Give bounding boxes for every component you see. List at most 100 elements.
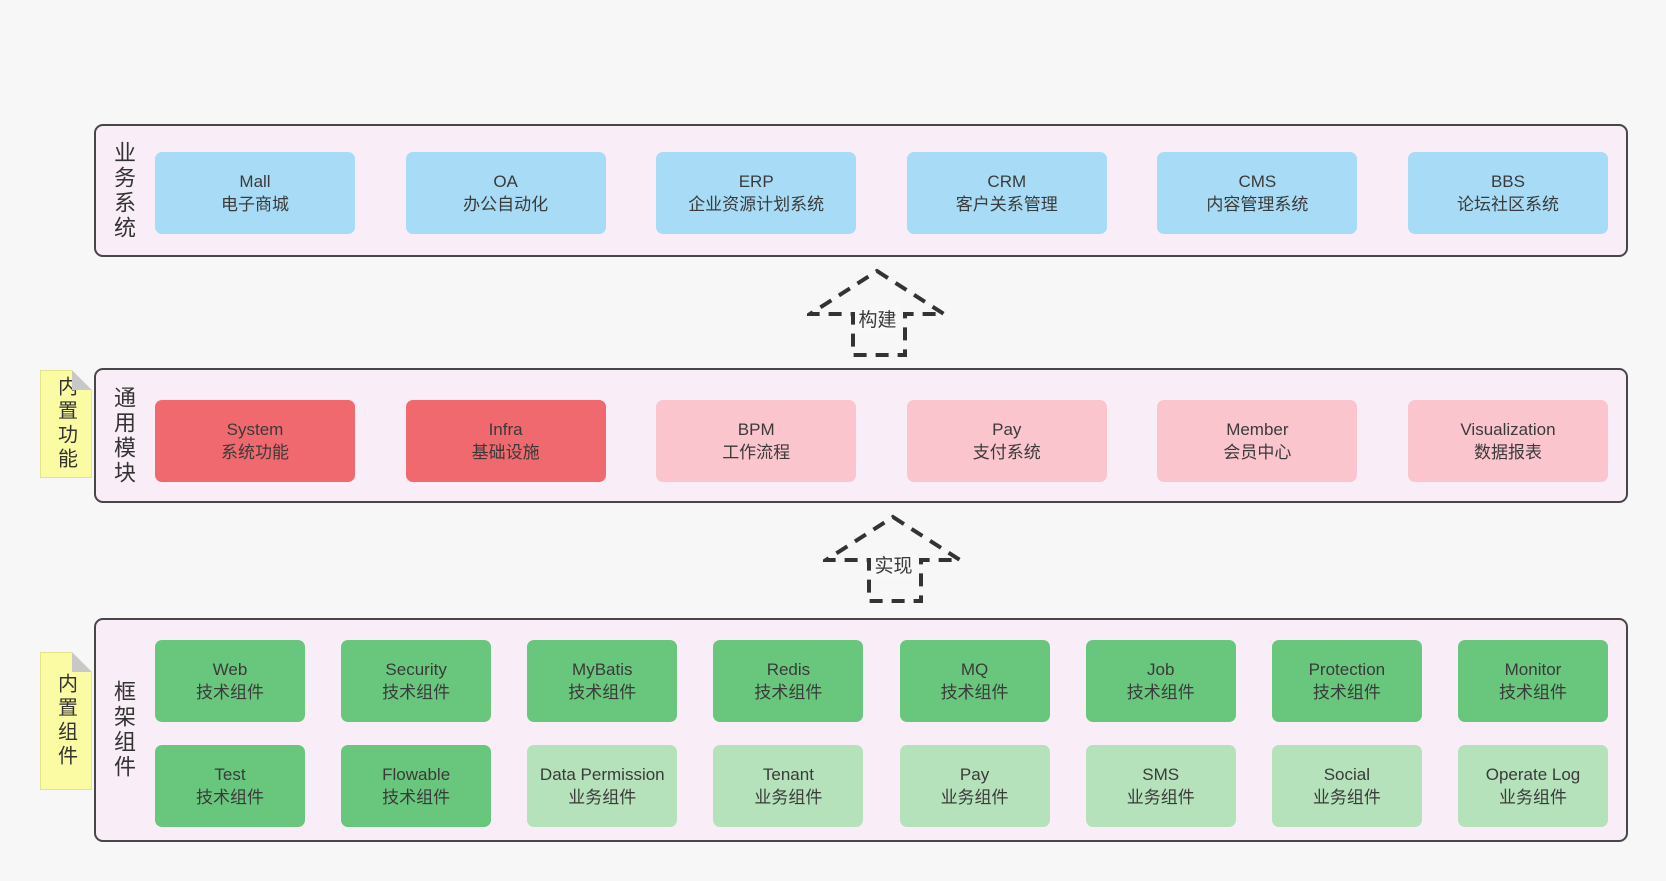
- box-desc: 业务组件: [1498, 788, 1567, 807]
- box-name: OA: [493, 172, 518, 191]
- box-sms: SMS 业务组件: [1085, 745, 1236, 827]
- box-flowable: Flowable 技术组件: [341, 745, 492, 827]
- components-panel-label: 框架组件: [111, 680, 136, 780]
- box-name: Pay: [959, 765, 990, 784]
- box-name: Flowable: [382, 765, 451, 784]
- box-security: Security 技术组件: [341, 640, 492, 722]
- box-name: CMS: [1238, 172, 1277, 191]
- box-desc: 业务组件: [1126, 788, 1195, 807]
- box-name: MQ: [960, 660, 989, 679]
- box-name: Member: [1226, 420, 1289, 439]
- folded-corner-icon: [72, 652, 92, 672]
- box-desc: 技术组件: [1498, 683, 1567, 702]
- box-desc: 技术组件: [568, 683, 637, 702]
- modules-panel-label: 通用模块: [111, 385, 136, 486]
- box-desc: 企业资源计划系统: [688, 195, 825, 214]
- box-desc: 业务组件: [754, 788, 823, 807]
- box-desc: 客户关系管理: [955, 195, 1058, 214]
- box-desc: 技术组件: [754, 683, 823, 702]
- box-desc: 技术组件: [382, 683, 451, 702]
- box-desc: 办公自动化: [463, 195, 549, 214]
- box-visualization: Visualization 数据报表: [1407, 400, 1608, 482]
- implement-arrow: 实现: [823, 514, 964, 604]
- box-mq: MQ 技术组件: [899, 640, 1050, 722]
- box-name: MyBatis: [572, 660, 633, 679]
- box-desc: 技术组件: [382, 788, 451, 807]
- builtin-components-note: 内置组件: [40, 652, 92, 790]
- box-monitor: Monitor 技术组件: [1457, 640, 1608, 722]
- build-arrow-label: 构建: [855, 304, 900, 333]
- box-protection: Protection 技术组件: [1271, 640, 1422, 722]
- build-arrow: 构建: [807, 268, 948, 358]
- box-mybatis: MyBatis 技术组件: [527, 640, 678, 722]
- box-name: Monitor: [1504, 660, 1562, 679]
- box-name: Social: [1323, 765, 1370, 784]
- box-name: Mall: [239, 172, 271, 191]
- box-test: Test 技术组件: [155, 745, 305, 827]
- box-cms: CMS 内容管理系统: [1157, 152, 1358, 234]
- box-bpm: BPM 工作流程: [656, 400, 857, 482]
- framework-components-panel: 框架组件 Web 技术组件 Security 技术组件 MyBatis 技术组件…: [94, 618, 1628, 842]
- box-name: Visualization: [1460, 420, 1556, 439]
- box-name: SMS: [1142, 765, 1180, 784]
- box-desc: 内容管理系统: [1206, 195, 1309, 214]
- box-job: Job 技术组件: [1085, 640, 1236, 722]
- box-data-permission: Data Permission 业务组件: [527, 745, 678, 827]
- box-name: Redis: [766, 660, 811, 679]
- box-name: Pay: [992, 420, 1022, 439]
- modules-box-row: System 系统功能 Infra 基础设施 BPM 工作流程 Pay 支付系统…: [155, 400, 1608, 482]
- box-desc: 技术组件: [196, 788, 264, 807]
- box-crm: CRM 客户关系管理: [906, 152, 1107, 234]
- box-name: Operate Log: [1485, 765, 1581, 784]
- box-name: Test: [214, 765, 246, 784]
- box-redis: Redis 技术组件: [713, 640, 864, 722]
- box-name: System: [226, 420, 284, 439]
- box-desc: 技术组件: [940, 683, 1009, 702]
- box-social: Social 业务组件: [1271, 745, 1422, 827]
- box-name: Protection: [1308, 660, 1386, 679]
- box-name: ERP: [738, 172, 774, 191]
- box-bbs: BBS 论坛社区系统: [1407, 152, 1608, 234]
- box-desc: 业务组件: [568, 788, 637, 807]
- box-desc: 业务组件: [1312, 788, 1381, 807]
- box-desc: 技术组件: [1126, 683, 1195, 702]
- implement-arrow-label: 实现: [871, 550, 916, 579]
- box-erp: ERP 企业资源计划系统: [656, 152, 857, 234]
- components-box-row-2: Test 技术组件 Flowable 技术组件 Data Permission …: [155, 745, 1608, 827]
- up-arrow-icon: [823, 514, 964, 603]
- business-box-row: Mall 电子商城 OA 办公自动化 ERP 企业资源计划系统 CRM 客户关系…: [155, 152, 1608, 234]
- box-name: Security: [385, 660, 447, 679]
- box-web: Web 技术组件: [155, 640, 305, 722]
- box-desc: 技术组件: [196, 683, 264, 702]
- box-desc: 支付系统: [972, 443, 1041, 462]
- box-member: Member 会员中心: [1157, 400, 1358, 482]
- box-desc: 业务组件: [940, 788, 1009, 807]
- box-desc: 电子商城: [221, 195, 289, 214]
- components-box-row-1: Web 技术组件 Security 技术组件 MyBatis 技术组件 Redi…: [155, 640, 1608, 722]
- box-mall: Mall 电子商城: [155, 152, 355, 234]
- box-desc: 技术组件: [1312, 683, 1381, 702]
- box-desc: 会员中心: [1223, 443, 1292, 462]
- common-modules-panel: 通用模块 System 系统功能 Infra 基础设施 BPM 工作流程 Pay…: [94, 368, 1628, 503]
- box-operate-log: Operate Log 业务组件: [1457, 745, 1608, 827]
- box-name: Tenant: [762, 765, 814, 784]
- box-name: BPM: [737, 420, 775, 439]
- box-desc: 论坛社区系统: [1456, 195, 1559, 214]
- box-pay-system: Pay 支付系统: [906, 400, 1107, 482]
- box-desc: 系统功能: [221, 443, 289, 462]
- business-systems-panel: 业务系统 Mall 电子商城 OA 办公自动化 ERP 企业资源计划系统 CRM…: [94, 124, 1628, 257]
- box-system: System 系统功能: [155, 400, 355, 482]
- box-name: BBS: [1490, 172, 1525, 191]
- box-desc: 工作流程: [722, 443, 791, 462]
- note-label: 内置功能: [54, 376, 77, 472]
- box-tenant: Tenant 业务组件: [713, 745, 864, 827]
- box-desc: 基础设施: [471, 443, 540, 462]
- box-desc: 数据报表: [1473, 443, 1542, 462]
- business-panel-label: 业务系统: [111, 140, 136, 241]
- note-label: 内置组件: [54, 673, 77, 769]
- box-name: Data Permission: [539, 765, 665, 784]
- box-name: CRM: [987, 172, 1027, 191]
- box-name: Infra: [488, 420, 523, 439]
- builtin-features-note: 内置功能: [40, 370, 92, 478]
- box-infra: Infra 基础设施: [405, 400, 606, 482]
